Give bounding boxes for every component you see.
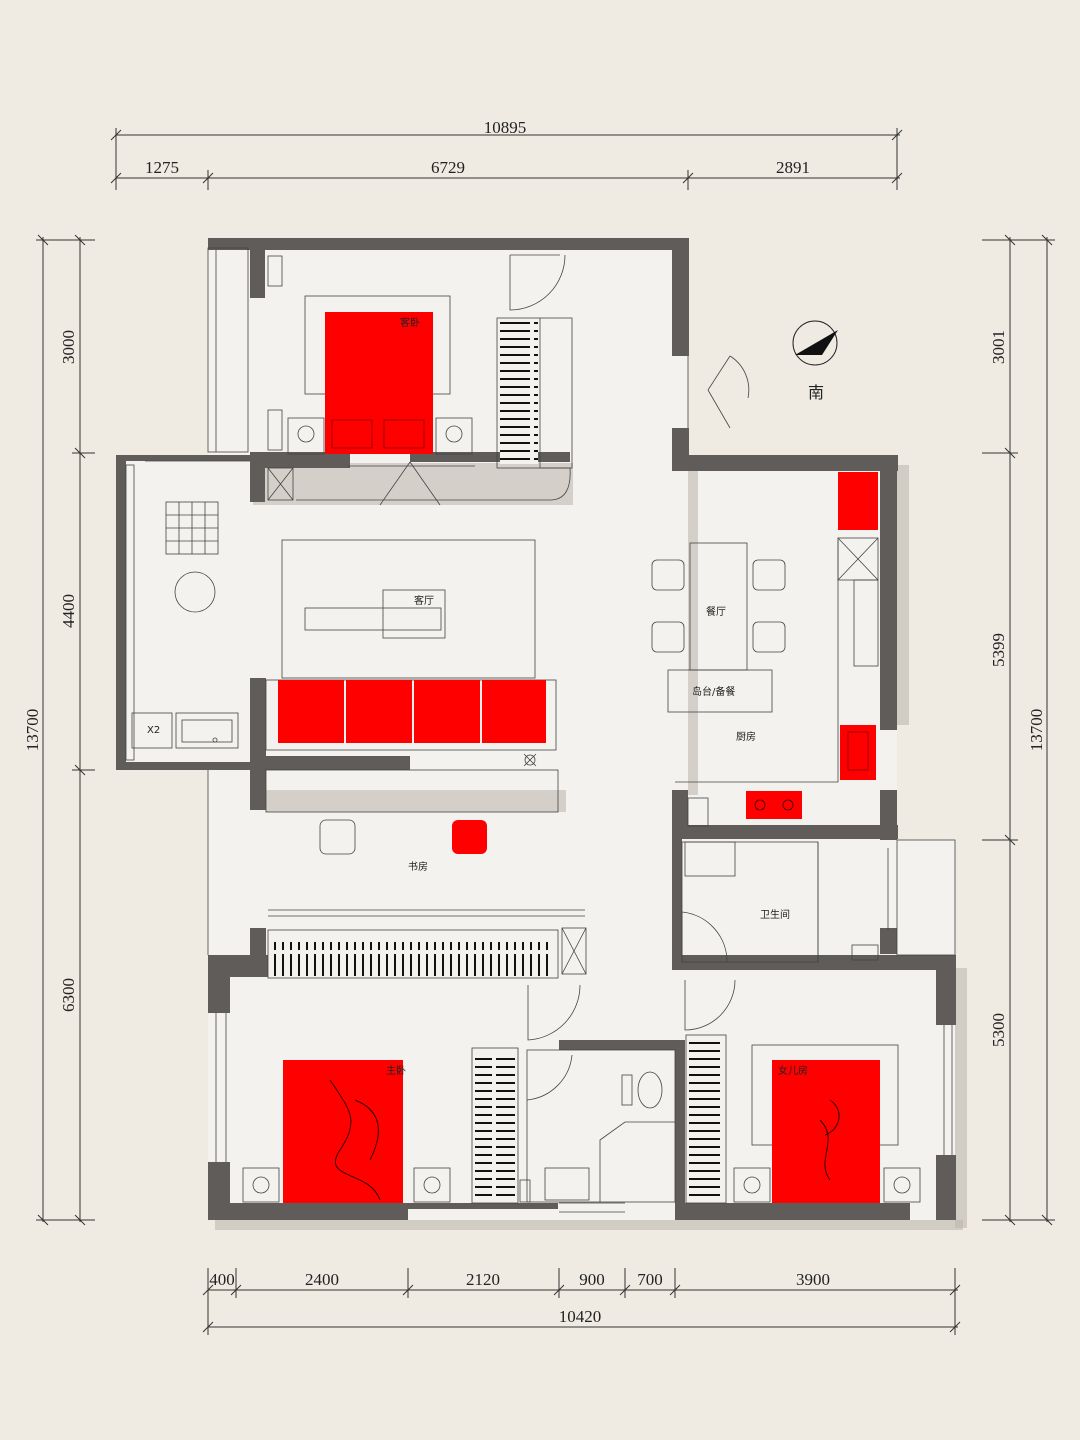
chair-icon	[319, 819, 356, 855]
top-dimension-3: 2891	[776, 158, 810, 177]
bottom-dimension-3: 2120	[466, 1270, 500, 1289]
bathroom-label: 卫生间	[760, 908, 790, 921]
guest-bedroom: 客卧	[267, 254, 573, 506]
top-dimension-1: 1275	[145, 158, 179, 177]
dining-room: 餐厅 岛台/备餐	[651, 540, 839, 783]
guest-bedroom-label: 客卧	[400, 316, 420, 329]
walls	[116, 238, 956, 1220]
sofa-segment-1	[278, 680, 344, 743]
bottom-dimension-5: 700	[637, 1270, 663, 1289]
guest-bed	[325, 312, 433, 454]
bottom-dimension-6: 3900	[796, 1270, 830, 1289]
daughter-wardrobe	[689, 1040, 723, 1200]
left-dimension-2: 4400	[59, 594, 78, 628]
entrance-door	[687, 355, 750, 429]
master-bed	[283, 1060, 403, 1203]
right-dimension-2: 5399	[989, 633, 1008, 667]
kitchen-sink	[840, 725, 876, 780]
master-wardrobe	[475, 1052, 515, 1200]
right-dimension-1: 3001	[989, 330, 1008, 364]
living-room-label: 客厅	[414, 594, 434, 607]
left-dimension-3: 6300	[59, 978, 78, 1012]
daughter-room-label: 女儿房	[778, 1064, 808, 1077]
compass-label: 南	[808, 383, 824, 402]
kitchen: 厨房	[687, 472, 879, 827]
master-bath	[526, 1049, 676, 1203]
daughter-bed	[772, 1060, 880, 1203]
living-room: 客厅	[265, 539, 559, 855]
study-shelf	[272, 942, 552, 976]
windows	[125, 247, 956, 1213]
fridge	[838, 472, 878, 530]
left-total-dimension: 13700	[23, 709, 42, 752]
master-bedroom-label: 主卧	[386, 1064, 406, 1077]
compass-icon	[792, 320, 838, 366]
bottom-dimension-2: 2400	[305, 1270, 339, 1289]
wall-shadows	[215, 463, 967, 1230]
guest-wardrobe	[500, 322, 538, 464]
bottom-dimensions: 400 2400 2120 900 700 3900 10420	[202, 1268, 961, 1335]
sofa-segment-2	[346, 680, 412, 743]
left-dimensions: 13700 3000 4400 6300	[23, 234, 95, 1226]
bottom-dimension-4: 900	[579, 1270, 605, 1289]
red-chair	[452, 820, 487, 854]
dining-room-label: 餐厅	[706, 605, 726, 618]
top-dimensions: 10895 1275 6729 2891	[110, 118, 903, 190]
top-dimension-2: 6729	[431, 158, 465, 177]
washer-label: X2	[147, 725, 160, 736]
compass: 南	[792, 320, 838, 402]
utility-area: X2	[131, 501, 239, 749]
study: 书房	[267, 860, 587, 979]
sofa-segment-3	[414, 680, 480, 743]
stove	[746, 791, 802, 819]
study-label: 书房	[408, 860, 428, 873]
right-dimensions: 3001 5399 5300 13700	[982, 234, 1055, 1226]
island-label: 岛台/备餐	[692, 685, 735, 698]
kitchen-label: 厨房	[736, 730, 756, 743]
bottom-dimension-1: 400	[209, 1270, 235, 1289]
bathroom: 卫生间	[681, 841, 879, 963]
right-dimension-3: 5300	[989, 1013, 1008, 1047]
bottom-total-dimension: 10420	[559, 1307, 602, 1326]
master-bedroom: 主卧	[242, 984, 581, 1204]
sofa-segment-4	[482, 680, 546, 743]
daughter-room: 女儿房	[684, 979, 921, 1204]
left-dimension-1: 3000	[59, 330, 78, 364]
right-total-dimension: 13700	[1027, 709, 1046, 752]
top-total-dimension: 10895	[484, 118, 527, 137]
